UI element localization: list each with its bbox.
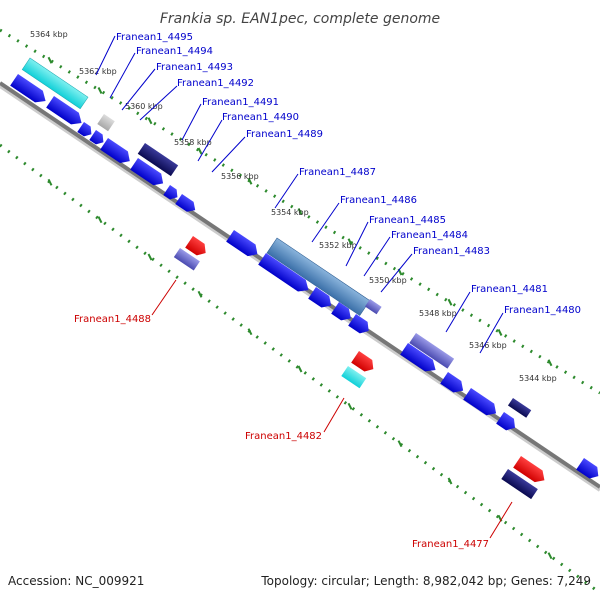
major-tick: [447, 298, 453, 306]
major-tick: [47, 56, 53, 64]
major-tick: [547, 552, 553, 560]
kbp-label: 5356 kbp: [221, 172, 259, 181]
major-tick: [247, 177, 253, 185]
major-tick: [47, 178, 53, 186]
gene-arrow[interactable]: [496, 412, 519, 434]
major-tick: [297, 365, 303, 373]
gene-track: [21, 57, 532, 418]
gene-franean1-4481[interactable]: [409, 333, 455, 369]
gene-arrow[interactable]: [163, 185, 180, 202]
gene-label[interactable]: Franean1_4477: [412, 539, 489, 550]
kbp-label: 5360 kbp: [125, 102, 163, 111]
kbp-label: 5364 kbp: [30, 30, 68, 39]
kbp-label: 5346 kbp: [469, 341, 507, 350]
gene-label[interactable]: Franean1_4485: [369, 215, 446, 226]
gene-label[interactable]: Franean1_4481: [471, 284, 548, 295]
gene-franean1-4488[interactable]: [173, 248, 200, 271]
gene-arrow[interactable]: [77, 122, 94, 139]
gene-arrow-red[interactable]: [185, 236, 209, 259]
gene-label[interactable]: Franean1_4484: [391, 230, 468, 241]
gene-arrow[interactable]: [400, 343, 439, 376]
gene-arrow[interactable]: [258, 253, 312, 296]
major-tick: [197, 147, 203, 155]
gene-label[interactable]: Franean1_4489: [246, 129, 323, 140]
major-ticks: [47, 56, 553, 560]
gene-label[interactable]: Franean1_4483: [413, 246, 490, 257]
gene-arrow[interactable]: [308, 287, 335, 311]
genome-summary-text: Topology: circular; Length: 8,982,042 bp…: [260, 574, 591, 588]
gene-franean1-4491[interactable]: [137, 143, 179, 177]
gene-franean1-4482[interactable]: [341, 366, 367, 389]
gene-label[interactable]: Franean1_4495: [116, 32, 193, 43]
gene-franean1-4480[interactable]: [507, 398, 532, 418]
major-tick: [497, 329, 503, 336]
gene-franean1-4483[interactable]: [364, 299, 382, 315]
gene-label[interactable]: Franean1_4486: [340, 195, 417, 206]
gene-label[interactable]: Franean1_4482: [245, 431, 322, 442]
kbp-label: 5344 kbp: [519, 374, 557, 383]
gene-arrow[interactable]: [89, 130, 106, 147]
gene-labels-top: Franean1_4495 Franean1_4494 Franean1_449…: [116, 32, 581, 316]
gene-arrow[interactable]: [440, 372, 467, 396]
gene-arrow[interactable]: [576, 458, 600, 482]
kbp-label: 5350 kbp: [369, 276, 407, 285]
gene-track-bottom: [173, 236, 548, 500]
gene-label[interactable]: Franean1_4490: [222, 112, 299, 123]
major-tick: [397, 440, 403, 448]
major-tick: [297, 208, 303, 215]
gene-arrow[interactable]: [348, 314, 372, 337]
gene-arrow-red[interactable]: [351, 351, 377, 375]
gene-label[interactable]: Franean1_4491: [202, 97, 279, 108]
major-tick: [97, 216, 103, 224]
gene-arrow[interactable]: [463, 388, 500, 419]
gene-franean1-4494[interactable]: [97, 114, 115, 132]
major-tick: [547, 359, 553, 367]
gene-arrow[interactable]: [130, 158, 167, 189]
accession-text: Accession: NC_009921: [8, 574, 144, 588]
major-tick: [347, 238, 353, 246]
gene-track-blue: [10, 74, 600, 482]
kbp-label: 5348 kbp: [419, 309, 457, 318]
gene-label[interactable]: Franean1_4488: [74, 314, 151, 325]
leader-lines-top: [95, 35, 504, 354]
gene-arrow[interactable]: [331, 302, 355, 324]
gene-arrow[interactable]: [226, 230, 261, 260]
gene-label[interactable]: Franean1_4493: [156, 62, 233, 73]
gene-labels-bottom: Franean1_4488 Franean1_4482 Franean1_447…: [74, 314, 489, 550]
gene-label[interactable]: Franean1_4487: [299, 167, 376, 178]
gene-franean1-4495[interactable]: [21, 57, 89, 110]
gene-label[interactable]: Franean1_4494: [136, 46, 213, 57]
gene-arrow[interactable]: [46, 96, 85, 129]
gene-label[interactable]: Franean1_4480: [504, 305, 581, 316]
major-tick: [97, 87, 103, 94]
kbp-label: 5354 kbp: [271, 208, 309, 217]
major-tick: [197, 290, 203, 298]
gene-arrow[interactable]: [175, 194, 198, 215]
gene-arrow[interactable]: [10, 74, 49, 107]
gene-arrow[interactable]: [100, 138, 134, 167]
map-title: Frankia sp. EAN1pec, complete genome: [160, 11, 440, 27]
major-tick: [247, 328, 253, 336]
kbp-label: 5358 kbp: [174, 138, 212, 147]
kbp-label: 5352 kbp: [319, 241, 357, 250]
major-tick: [347, 402, 353, 410]
major-tick: [447, 477, 453, 485]
gene-franean1-4477[interactable]: [501, 469, 538, 500]
gene-franean1-4486[interactable]: [266, 237, 371, 316]
major-tick: [147, 253, 153, 261]
gene-label[interactable]: Franean1_4492: [177, 78, 254, 89]
gene-arrow-red[interactable]: [513, 456, 548, 486]
major-tick: [147, 117, 153, 125]
leader-lines-bottom: [151, 279, 513, 539]
